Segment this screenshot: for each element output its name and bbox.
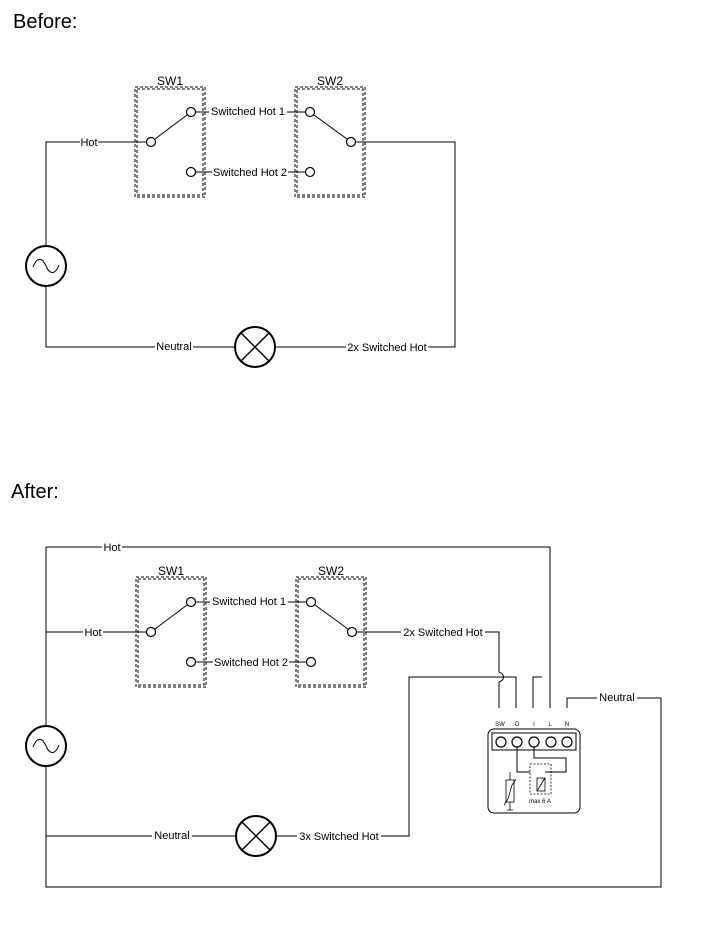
after-neutral-label: Neutral: [154, 830, 189, 842]
before-sw1-label: SW1: [157, 74, 183, 88]
before-wires: [45, 111, 456, 348]
after-title: After:: [11, 481, 59, 503]
terminal-label-n: N: [565, 722, 569, 728]
before-sw2-label: SW2: [317, 74, 343, 88]
after-ac-source: [25, 725, 67, 767]
before-hot-label: Hot: [80, 137, 97, 149]
after-load-label: 3x Switched Hot: [299, 831, 378, 843]
terminal-label-o: O: [515, 722, 520, 728]
terminal-label-l: L: [548, 722, 552, 728]
before-neutral-label: Neutral: [156, 341, 191, 353]
terminal-label-i: I: [533, 722, 535, 728]
terminal-label-sw: SW: [495, 722, 505, 728]
after-traveler2-label: Switched Hot 2: [214, 657, 288, 669]
before-switched-hot-label: 2x Switched Hot: [347, 342, 426, 354]
before-traveler2-label: Switched Hot 2: [213, 167, 287, 179]
before-traveler1-label: Switched Hot 1: [211, 106, 285, 118]
module-terminal-labels: SW O I L N: [494, 719, 571, 728]
before-lamp: [234, 326, 276, 368]
after-switch-sw1: [135, 576, 207, 688]
before-switch-sw2: [294, 86, 366, 198]
after-module-neutral-label: Neutral: [599, 692, 634, 704]
after-traveler1-label: Switched Hot 1: [212, 596, 286, 608]
after-hot-top-label: Hot: [103, 542, 120, 554]
after-switch-sw2: [295, 576, 367, 688]
before-ac-source: [25, 245, 67, 287]
after-switched-hot-label: 2x Switched Hot: [403, 627, 482, 639]
after-sw1-label: SW1: [158, 564, 184, 578]
module-rating: max 6 A: [529, 799, 551, 805]
before-switch-sw1: [134, 86, 206, 198]
before-title: Before:: [13, 11, 77, 33]
after-sw2-label: SW2: [318, 564, 344, 578]
after-lamp: [235, 815, 277, 857]
relay-module: [487, 728, 581, 814]
after-hot-label: Hot: [84, 627, 101, 639]
